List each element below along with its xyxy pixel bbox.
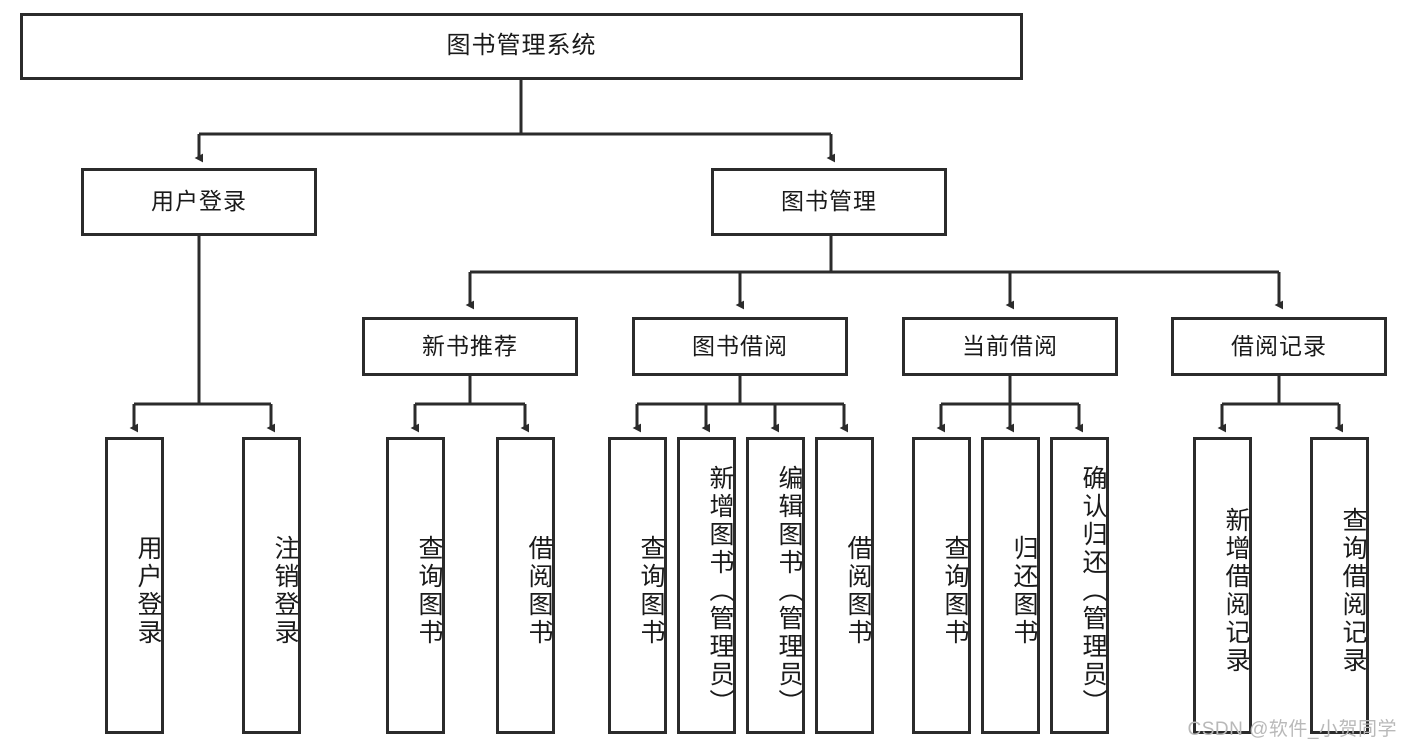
node-label: 新增图书（管理员） <box>706 464 734 717</box>
node-label: 借阅记录 <box>1231 332 1327 359</box>
node-user-login[interactable]: 用户登录 <box>81 168 317 236</box>
node-label: 注销登录 <box>271 534 299 647</box>
node-label: 图书管理 <box>781 188 877 215</box>
node-leaf-query-record[interactable]: 查询借阅记录 <box>1310 437 1369 734</box>
node-label: 查询图书 <box>637 534 665 647</box>
node-label: 查询图书 <box>415 534 443 647</box>
node-label: 用户登录 <box>151 188 247 215</box>
node-label: 查询图书 <box>941 534 969 647</box>
node-root-system[interactable]: 图书管理系统 <box>20 13 1023 80</box>
node-label: 图书管理系统 <box>446 32 597 60</box>
node-leaf-borrow-book-2[interactable]: 借阅图书 <box>815 437 874 734</box>
node-leaf-add-record[interactable]: 新增借阅记录 <box>1193 437 1252 734</box>
node-label: 归还图书 <box>1010 534 1038 647</box>
node-label: 编辑图书（管理员） <box>775 464 803 717</box>
node-leaf-query-book-1[interactable]: 查询图书 <box>386 437 445 734</box>
node-label: 借阅图书 <box>844 534 872 647</box>
node-label: 图书借阅 <box>692 332 788 359</box>
node-leaf-confirm-return[interactable]: 确认归还（管理员） <box>1050 437 1109 734</box>
node-label: 用户登录 <box>134 534 162 647</box>
node-leaf-query-book-3[interactable]: 查询图书 <box>912 437 971 734</box>
node-current-borrow[interactable]: 当前借阅 <box>902 317 1118 376</box>
node-label: 查询借阅记录 <box>1339 506 1367 675</box>
node-book-borrow[interactable]: 图书借阅 <box>632 317 848 376</box>
node-label: 当前借阅 <box>962 332 1058 359</box>
node-leaf-borrow-book-1[interactable]: 借阅图书 <box>496 437 555 734</box>
node-label: 借阅图书 <box>525 534 553 647</box>
node-label: 新增借阅记录 <box>1222 506 1250 675</box>
node-leaf-return-book[interactable]: 归还图书 <box>981 437 1040 734</box>
node-label: 确认归还（管理员） <box>1079 464 1107 717</box>
node-leaf-query-book-2[interactable]: 查询图书 <box>608 437 667 734</box>
csdn-watermark: CSDN @软件_小贺同学 <box>1187 719 1397 740</box>
node-leaf-logout-login[interactable]: 注销登录 <box>242 437 301 734</box>
node-leaf-user-login[interactable]: 用户登录 <box>105 437 164 734</box>
node-label: 新书推荐 <box>422 332 518 359</box>
node-borrow-record[interactable]: 借阅记录 <box>1171 317 1387 376</box>
node-leaf-edit-book[interactable]: 编辑图书（管理员） <box>746 437 805 734</box>
node-new-book-recommend[interactable]: 新书推荐 <box>362 317 578 376</box>
node-book-manage[interactable]: 图书管理 <box>711 168 947 236</box>
node-leaf-add-book[interactable]: 新增图书（管理员） <box>677 437 736 734</box>
